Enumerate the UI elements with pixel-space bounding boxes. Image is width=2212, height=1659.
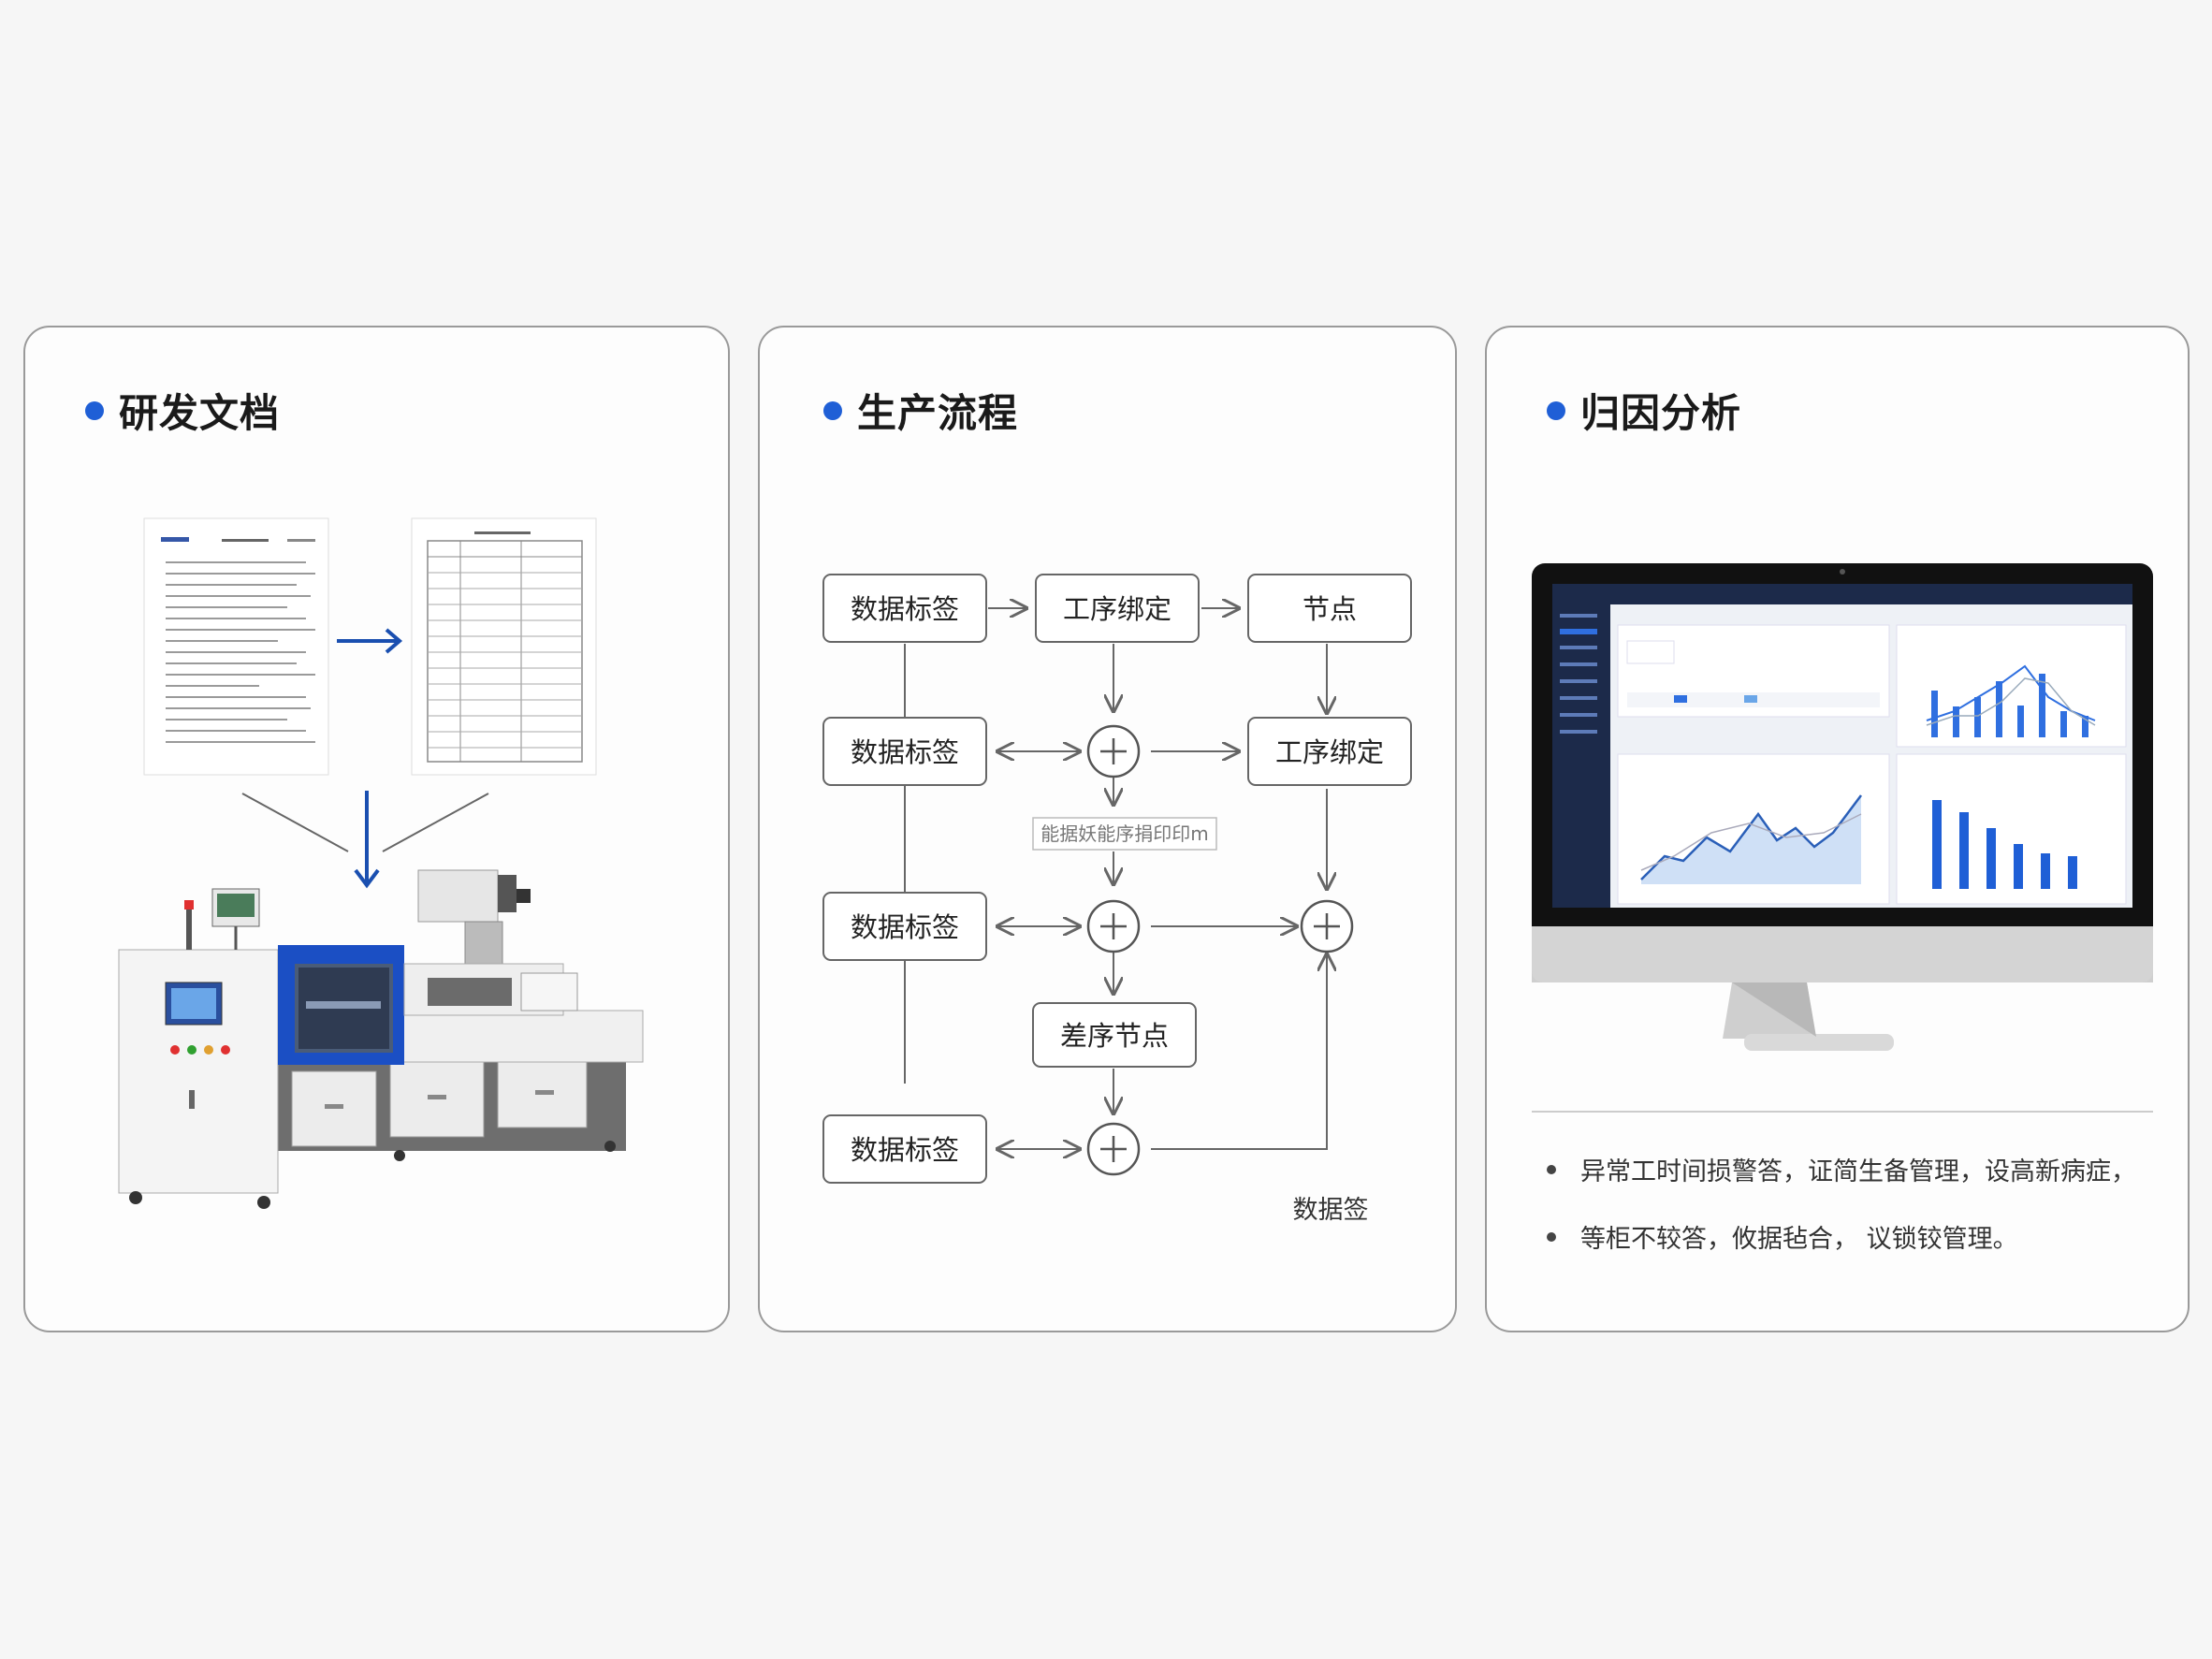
title-dot-icon [823,400,842,420]
rd-documents-panel: 研发文档 [23,326,730,1332]
document-icon [143,517,329,776]
flow-label: 数据标签 [851,736,959,768]
attribution-analysis-panel: 归因分析 [1485,326,2190,1332]
table-document-icon [411,517,597,776]
bullet-dot-icon [1547,1164,1556,1174]
flow-node [822,717,987,786]
plus-node-icon [1086,724,1141,779]
flow-label: 工序绑定 [1063,593,1171,625]
flow-node [1032,1002,1197,1068]
monitor-icon [1532,563,2153,1113]
flow-label: 数据标签 [851,593,959,625]
panel-title: 研发文档 [85,382,280,439]
title-dot-icon [85,400,104,420]
flow-label: 数据标签 [851,1134,959,1166]
flow-label: 工序绑定 [1275,736,1384,768]
flow-diagram: 数据标签 工序绑定 节点 数据标签 工序绑定 数据标签 差序节点 数据标签 能据… [822,574,1412,1225]
plus-node-icon [1300,899,1354,953]
flow-label: 数据标签 [851,911,959,943]
flow-note-box [1032,817,1217,851]
flow-node [822,892,987,961]
flow-node [1247,574,1412,643]
flow-label: 差序节点 [1060,1020,1169,1052]
flow-node [822,1114,987,1184]
arrow-down-icon [241,791,489,889]
injection-machine-icon [118,869,644,1209]
flow-footer: 数据签 [1293,1196,1369,1225]
plus-node-icon [1086,899,1141,953]
panel-title: 生产流程 [823,382,1018,439]
bullet-dot-icon [1547,1231,1556,1242]
flow-note: 能据妖能序捐印印m [1041,822,1208,845]
arrow-right-icon [337,628,403,654]
panel-title: 归因分析 [1547,382,1741,439]
flow-node [1247,717,1412,786]
rd-illustration [118,517,644,1209]
flow-node [1035,574,1200,643]
flow-label: 节点 [1302,593,1357,625]
production-flow-panel: 生产流程 [758,326,1457,1332]
title-dot-icon [1547,400,1565,420]
flow-node [822,574,987,643]
analysis-bullet: 等柜不较答，攸据毡合， 议锁铰管理。 [1547,1218,2018,1255]
plus-node-icon [1086,1122,1141,1176]
analysis-bullet: 异常工时间损警答，证简生备管理，设高新病症， [1547,1151,2136,1187]
